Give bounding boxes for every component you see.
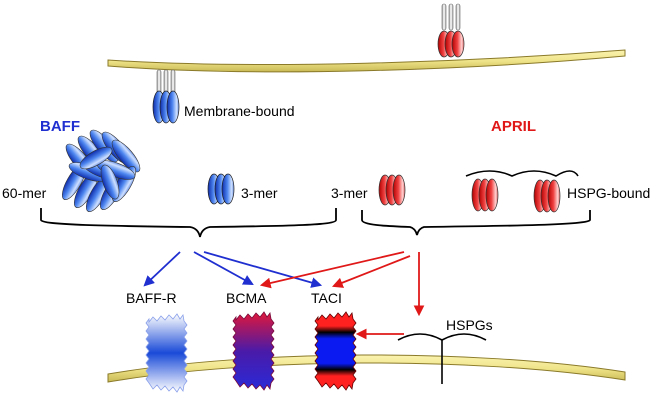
- arrow-april-to-bcma: [259, 251, 405, 289]
- hspg-bound-label: HSPG-bound: [567, 185, 651, 201]
- april-bracket: [361, 210, 591, 236]
- arrow-baff-to-bcma: [193, 251, 254, 286]
- 60mer-label: 60-mer: [2, 185, 47, 201]
- taci-label: TACI: [311, 290, 342, 306]
- arrow-baff-to-taci: [203, 251, 323, 288]
- arrow-baff-to-baffr: [143, 251, 181, 287]
- baffr-receptor: [145, 313, 188, 393]
- top-membrane: [107, 49, 626, 73]
- hspg-membrane: [397, 333, 487, 384]
- bcma-receptor: [232, 311, 275, 391]
- baffr-label: BAFF-R: [126, 290, 177, 306]
- baff-60mer-cluster: [62, 129, 141, 212]
- membrane-april-trimer: [437, 3, 465, 58]
- baff-arrows: [143, 251, 323, 288]
- april-title: APRIL: [491, 118, 536, 135]
- baff-3mer-label: 3-mer: [241, 185, 278, 201]
- membrane-bound-label: Membrane-bound: [184, 103, 295, 119]
- arrow-april-to-taci: [331, 255, 411, 288]
- taci-receptor: [314, 311, 357, 391]
- april-3mer: [378, 174, 406, 206]
- april-arrows: [259, 251, 425, 340]
- hspgs-label: HSPGs: [446, 317, 493, 333]
- baff-title: BAFF: [40, 118, 80, 135]
- baff-3mer: [207, 173, 235, 205]
- baff-bracket: [40, 208, 337, 238]
- membrane-baff-trimer: [152, 69, 180, 124]
- bcma-label: BCMA: [226, 290, 267, 306]
- april-3mer-label: 3-mer: [331, 185, 368, 201]
- april-hspg-bound: [465, 170, 579, 213]
